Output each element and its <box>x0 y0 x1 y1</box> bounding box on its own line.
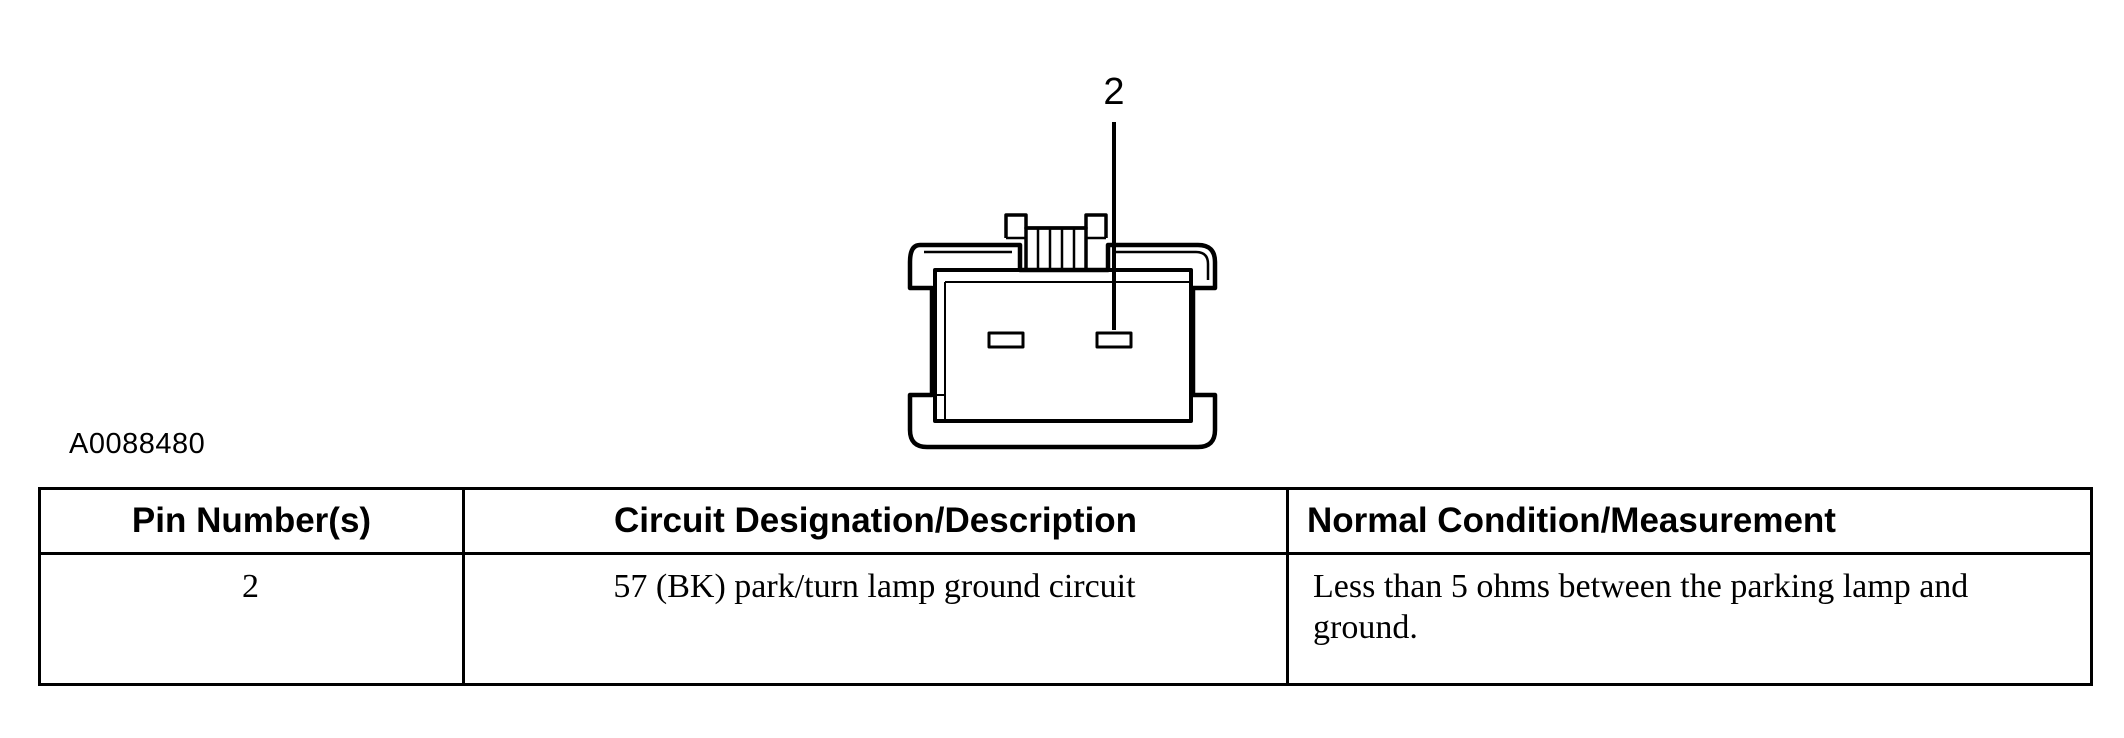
header-normal-condition: Normal Condition/Measurement <box>1286 487 2093 555</box>
table-header-row: Pin Number(s) Circuit Designation/Descri… <box>38 487 2093 555</box>
cell-pin-number: 2 <box>38 552 465 686</box>
pin-terminal-1 <box>987 331 1025 349</box>
connector-face <box>933 268 1193 423</box>
header-circuit-designation: Circuit Designation/Description <box>462 487 1289 555</box>
connector-housing-inner-outline <box>924 250 1210 280</box>
header-pin-number: Pin Number(s) <box>38 487 465 555</box>
cell-normal-condition: Less than 5 ohms between the parking lam… <box>1286 552 2093 686</box>
cell-circuit-description: 57 (BK) park/turn lamp ground circuit <box>462 552 1289 686</box>
locking-tab-grip <box>1024 226 1088 272</box>
pin-terminal-2 <box>1095 331 1133 349</box>
connector-outer-housing <box>907 242 1218 450</box>
table-row: 2 57 (BK) park/turn lamp ground circuit … <box>38 552 2093 686</box>
figure-id-label: A0088480 <box>69 428 206 460</box>
connector-diagram: 2 <box>907 71 1218 450</box>
connector-body <box>907 213 1218 450</box>
pin-callout-label: 2 <box>1103 71 1124 113</box>
pin-table: Pin Number(s) Circuit Designation/Descri… <box>38 487 2093 686</box>
